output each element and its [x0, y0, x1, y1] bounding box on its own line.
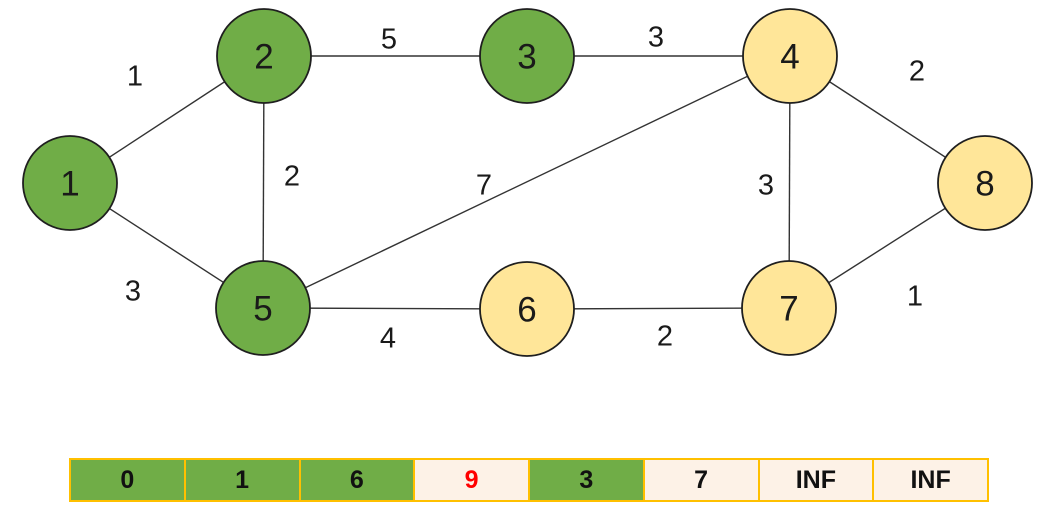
edge-weight-2-5: 2	[284, 160, 300, 192]
distance-cell-6: 7	[642, 460, 758, 500]
graph-node-1	[22, 135, 118, 231]
edge-5-4	[262, 55, 791, 309]
distance-cell-2: 1	[183, 460, 299, 500]
graph-node-8	[937, 135, 1033, 231]
distance-cell-3: 6	[298, 460, 414, 500]
edge-weight-4-8: 2	[909, 55, 925, 87]
distance-cell-8: INF	[872, 460, 987, 500]
graph-node-7	[741, 260, 837, 356]
edge-weight-6-7: 2	[657, 320, 673, 352]
edge-weight-5-4: 7	[476, 169, 492, 201]
graph-node-2	[216, 8, 312, 104]
graph-node-6	[479, 261, 575, 357]
edge-weight-1-5: 3	[125, 275, 141, 307]
edge-weight-1-2: 1	[127, 60, 143, 92]
distance-cell-4: 9	[413, 460, 528, 500]
edge-weight-4-7: 3	[758, 169, 774, 201]
distance-cell-5: 3	[528, 460, 643, 500]
graph-node-label-1: 1	[60, 165, 79, 204]
graph-node-3	[479, 8, 575, 104]
distance-cell-1: 0	[71, 460, 184, 500]
graph-node-label-7: 7	[779, 290, 798, 329]
edge-weight-7-8: 1	[907, 280, 923, 312]
graph-node-label-4: 4	[780, 38, 799, 77]
graph-node-label-5: 5	[253, 290, 272, 329]
edge-weight-3-4: 3	[648, 21, 664, 53]
edge-weight-2-3: 5	[381, 23, 397, 55]
graph-node-label-3: 3	[517, 38, 536, 77]
graph-node-5	[215, 260, 311, 356]
graph-node-label-2: 2	[254, 38, 273, 77]
graph-node-4	[742, 8, 838, 104]
distance-cell-7: INF	[757, 460, 873, 500]
graph-node-label-6: 6	[517, 291, 536, 330]
graph-node-label-8: 8	[975, 165, 994, 204]
edge-weight-5-6: 4	[380, 322, 396, 354]
